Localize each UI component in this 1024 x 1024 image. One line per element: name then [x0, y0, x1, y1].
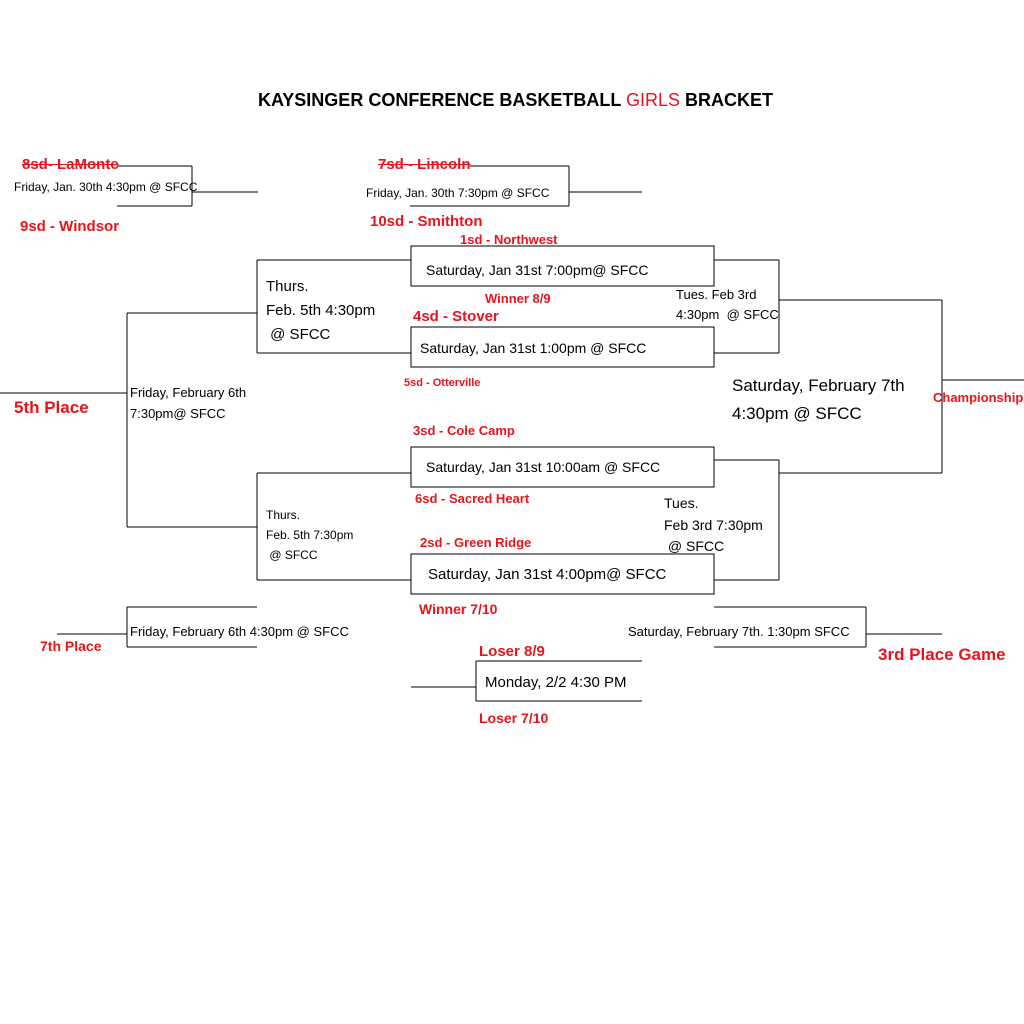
team-cole-camp: 3sd - Cole Camp	[413, 423, 515, 438]
team-lamonte: 8sd- LaMonte	[22, 156, 119, 173]
label-championship: Championship	[933, 390, 1024, 405]
title-suffix: BRACKET	[680, 90, 774, 110]
game-time-q1: Saturday, Jan 31st 7:00pm@ SFCC	[426, 262, 649, 278]
semifinal-1-line: Tues. Feb 3rd	[676, 287, 757, 302]
team-smithton: 10sd - Smithton	[370, 213, 483, 230]
fifth-game-line: 7:30pm@ SFCC	[130, 406, 226, 421]
team-green-ridge: 2sd - Green Ridge	[420, 535, 532, 550]
fifth-place-game: Friday, February 6th 7:30pm@ SFCC	[130, 382, 246, 424]
game-time-q4: Saturday, Jan 31st 4:00pm@ SFCC	[428, 566, 667, 583]
semifinal-2-line: Feb 3rd 7:30pm	[664, 516, 763, 533]
consolation-1-line: @ SFCC	[266, 326, 331, 343]
team-sacred-heart: 6sd - Sacred Heart	[415, 491, 530, 506]
label-fifth-place: 5th Place	[14, 398, 89, 417]
game-box-q3	[410, 446, 715, 488]
game-time-9th: Monday, 2/2 4:30 PM	[485, 674, 627, 691]
championship-line: Saturday, February 7th	[732, 376, 905, 395]
label-third-place-game: 3rd Place Game	[878, 645, 1006, 664]
consolation-2-line: Feb. 5th 7:30pm	[266, 528, 354, 542]
game-box-q2	[410, 326, 715, 368]
title-prefix: KAYSINGER CONFERENCE BASKETBALL	[257, 90, 626, 110]
team-otterville: 5sd - Otterville	[404, 377, 481, 389]
third-place-game: Saturday, February 7th. 1:30pm SFCC	[628, 624, 850, 639]
team-northwest: 1sd - Northwest	[460, 232, 558, 247]
game-box-q1	[410, 245, 715, 287]
game-time-8-9: Friday, Jan. 30th 4:30pm @ SFCC	[14, 180, 198, 194]
game-time-7-10: Friday, Jan. 30th 7:30pm @ SFCC	[366, 186, 550, 200]
semifinal-1-line: 4:30pm @ SFCC	[676, 307, 779, 322]
semifinal-game-1: Tues. Feb 3rd 4:30pm @ SFCC	[676, 285, 779, 325]
team-winner-7-10: Winner 7/10	[419, 601, 498, 617]
consolation-game-1: Thurs. Feb. 5th 4:30pm @ SFCC	[266, 275, 375, 347]
game-time-q2: Saturday, Jan 31st 1:00pm @ SFCC	[420, 340, 647, 356]
team-windsor: 9sd - Windsor	[20, 218, 120, 235]
page-title: KAYSINGER CONFERENCE BASKETBALL GIRLS BR…	[0, 90, 1024, 112]
team-stover: 4sd - Stover	[413, 308, 499, 325]
consolation-game-2: Thurs. Feb. 5th 7:30pm @ SFCC	[266, 505, 353, 565]
team-loser-7-10: Loser 7/10	[479, 710, 549, 726]
championship-game: Saturday, February 7th 4:30pm @ SFCC	[732, 372, 905, 428]
title-highlight: GIRLS	[626, 90, 681, 110]
team-lincoln: 7sd - Lincoln	[378, 156, 471, 173]
label-seventh-place: 7th Place	[40, 638, 102, 654]
game-box-q4	[410, 553, 715, 595]
seventh-place-game: Friday, February 6th 4:30pm @ SFCC	[130, 624, 349, 639]
semifinal-2-line: Tues.	[664, 495, 699, 511]
consolation-1-line: Thurs.	[266, 278, 309, 295]
championship-line: 4:30pm @ SFCC	[732, 404, 862, 423]
consolation-2-line: @ SFCC	[266, 548, 318, 562]
fifth-game-line: Friday, February 6th	[130, 385, 247, 400]
semifinal-2-line: @ SFCC	[664, 538, 725, 554]
consolation-2-line: Thurs.	[266, 508, 301, 522]
team-loser-8-9: Loser 8/9	[479, 643, 545, 660]
game-time-q3: Saturday, Jan 31st 10:00am @ SFCC	[426, 459, 661, 475]
team-winner-8-9: Winner 8/9	[485, 291, 551, 306]
semifinal-game-2: Tues. Feb 3rd 7:30pm @ SFCC	[664, 493, 763, 558]
consolation-1-line: Feb. 5th 4:30pm	[266, 302, 376, 319]
